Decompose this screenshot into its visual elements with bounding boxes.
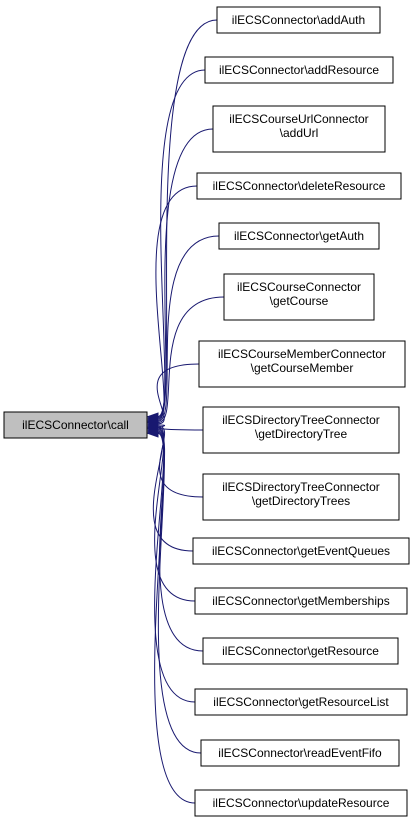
caller-node-box	[194, 587, 408, 615]
caller-node-label: ilECSCourseConnector	[237, 280, 361, 294]
caller-node-label: ilECSConnector\getResource	[222, 644, 379, 658]
edge-6	[156, 363, 200, 425]
caller-node-box	[212, 105, 386, 153]
caller-node-13[interactable]: ilECSConnector\readEventFifo	[200, 739, 400, 767]
caller-node-box	[196, 172, 402, 200]
caller-node-label: ilECSCourseUrlConnector	[229, 112, 368, 126]
caller-node-box	[200, 739, 400, 767]
root-node-call[interactable]: ilECSConnector\call	[3, 411, 148, 439]
caller-node-4[interactable]: ilECSConnector\getAuth	[218, 222, 380, 250]
arrowhead-14	[146, 429, 159, 438]
caller-node-label: ilECSConnector\getEventQueues	[212, 544, 390, 558]
edge-5	[157, 296, 225, 424]
caller-node-3[interactable]: ilECSConnector\deleteResource	[196, 172, 402, 200]
caller-node-14[interactable]: ilECSConnector\updateResource	[194, 789, 408, 817]
edge-3	[155, 185, 198, 421]
caller-node-label: \getDirectoryTree	[255, 427, 348, 441]
caller-node-6[interactable]: ilECSCourseMemberConnector\getCourseMemb…	[198, 340, 406, 388]
caller-node-box	[202, 406, 400, 454]
caller-node-label: ilECSConnector\getMemberships	[212, 594, 389, 608]
caller-node-box	[223, 273, 375, 321]
edges	[146, 19, 225, 804]
caller-node-label: ilECSCourseMemberConnector	[218, 347, 386, 361]
caller-node-11[interactable]: ilECSConnector\getResource	[202, 637, 399, 665]
caller-node-label: \addUrl	[280, 126, 319, 140]
caller-node-label: \getCourse	[270, 294, 329, 308]
caller-node-box	[192, 537, 410, 565]
caller-node-5[interactable]: ilECSCourseConnector\getCourse	[223, 273, 375, 321]
caller-node-label: ilECSConnector\getResourceList	[213, 695, 389, 709]
caller-node-2[interactable]: ilECSCourseUrlConnector\addUrl	[212, 105, 386, 153]
caller-node-label: ilECSDirectoryTreeConnector	[222, 480, 380, 494]
caller-node-box	[194, 789, 408, 817]
caller-node-box	[202, 473, 400, 521]
caller-node-label: \getDirectoryTrees	[252, 494, 350, 508]
caller-node-label: ilECSConnector\addResource	[219, 63, 379, 77]
root-node-label: ilECSConnector\call	[22, 418, 129, 432]
caller-node-1[interactable]: ilECSConnector\addResource	[204, 56, 394, 84]
edge-4	[157, 235, 220, 422]
caller-node-10[interactable]: ilECSConnector\getMemberships	[194, 587, 408, 615]
root-node-box	[3, 411, 148, 439]
caller-node-8[interactable]: ilECSDirectoryTreeConnector\getDirectory…	[202, 473, 400, 521]
caller-node-12[interactable]: ilECSConnector\getResourceList	[194, 688, 408, 716]
edge-7	[157, 424, 204, 431]
caller-node-label: ilECSConnector\getAuth	[234, 229, 364, 243]
edge-14	[154, 432, 196, 804]
caller-node-7[interactable]: ilECSDirectoryTreeConnector\getDirectory…	[202, 406, 400, 454]
caller-node-box	[198, 340, 406, 388]
caller-nodes: ilECSConnector\addAuth ilECSConnector\add…	[192, 6, 410, 817]
caller-node-box	[204, 56, 394, 84]
caller-node-label: ilECSConnector\deleteResource	[213, 179, 386, 193]
caller-node-label: ilECSConnector\updateResource	[213, 796, 390, 810]
caller-node-9[interactable]: ilECSConnector\getEventQueues	[192, 537, 410, 565]
caller-node-box	[202, 637, 399, 665]
caller-node-box	[194, 688, 408, 716]
caller-node-label: ilECSDirectoryTreeConnector	[222, 413, 380, 427]
caller-node-0[interactable]: ilECSConnector\addAuth	[216, 6, 381, 34]
caller-node-label: ilECSConnector\addAuth	[232, 13, 365, 27]
caller-node-box	[218, 222, 380, 250]
edge-9	[152, 426, 194, 552]
caller-node-label: \getCourseMember	[251, 361, 354, 375]
caller-node-label: ilECSConnector\readEventFifo	[218, 746, 382, 760]
caller-node-box	[216, 6, 381, 34]
